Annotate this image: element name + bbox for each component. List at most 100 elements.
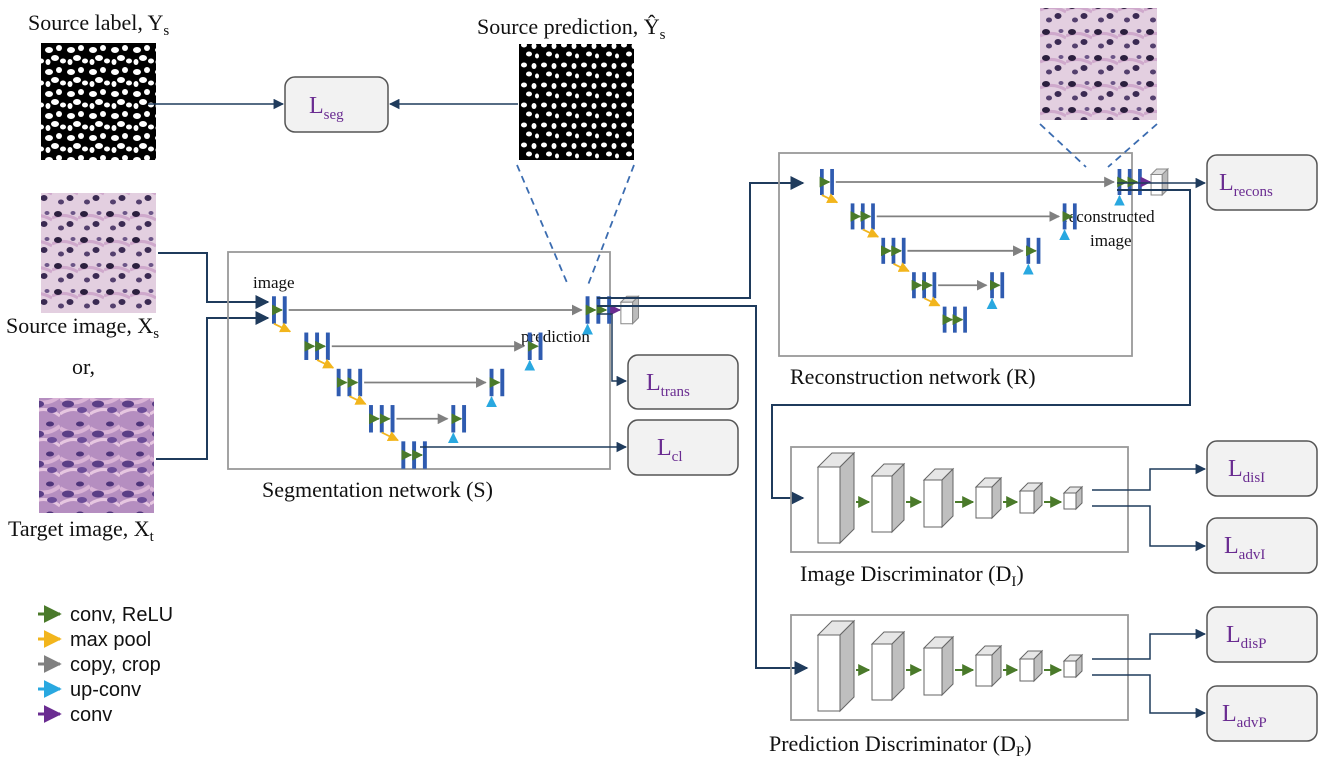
seg-image-label: image <box>253 273 295 292</box>
prediction-discriminator-title: Prediction Discriminator (DP) <box>769 731 1032 760</box>
conv-block <box>596 296 601 324</box>
disc-layer-front <box>1063 660 1077 678</box>
disc-layer-side <box>941 467 954 529</box>
zoom-line-left <box>516 164 569 286</box>
conv-block <box>401 441 406 469</box>
conv-block <box>347 368 352 397</box>
conv-block <box>820 168 824 196</box>
arrow-seg-to-recon <box>597 176 805 299</box>
arrow-source-to-seg <box>158 252 270 309</box>
conv-block <box>336 368 341 397</box>
conv-block <box>1072 203 1077 230</box>
disc-layer-side <box>891 462 905 534</box>
arrow-target-to-seg <box>156 311 270 460</box>
loss-disP-label: LdisP <box>1226 622 1267 652</box>
max-pool-arrow <box>349 394 367 405</box>
max-pool-arrow <box>273 322 292 333</box>
disc-layer-front <box>871 643 893 701</box>
source-prediction-image <box>519 44 634 160</box>
conv-block <box>369 405 373 433</box>
loss-recons-label: Lrecons <box>1219 170 1273 200</box>
max-pool-arrow <box>316 358 335 369</box>
arrow-img-disc-to-disI <box>1092 463 1207 491</box>
image-discriminator-title: Image Discriminator (DI) <box>800 561 1024 590</box>
conv-block <box>1117 168 1122 196</box>
reconstructed-image-patch <box>1040 8 1157 120</box>
conv-block <box>1138 168 1142 196</box>
image-discriminator-layers <box>816 451 1084 545</box>
conv-block <box>358 368 363 397</box>
disc-layer-front <box>1063 492 1077 510</box>
disc-layer-front <box>1019 490 1035 514</box>
conv-block <box>952 306 957 333</box>
conv-block <box>585 296 590 324</box>
conv-block <box>1036 237 1041 264</box>
conv-block <box>451 405 456 433</box>
source-label-title: Source label, Ys <box>28 10 169 39</box>
conv-block <box>412 441 417 469</box>
conv-block <box>379 405 384 433</box>
conv-block <box>489 368 494 397</box>
recon-zoom-line-right <box>1107 123 1158 168</box>
conv-block <box>304 332 309 360</box>
source-image <box>41 193 156 313</box>
disc-layer-front <box>817 634 841 712</box>
image-discriminator-box <box>790 446 1129 553</box>
arrow-img-disc-to-advI <box>1092 505 1207 552</box>
conv-block <box>272 296 276 324</box>
loss-trans-box <box>627 354 739 410</box>
conv-block <box>942 306 947 333</box>
reconstruction-network-title: Reconstruction network (R) <box>790 364 1036 389</box>
conv-block <box>607 296 612 324</box>
source-label-image <box>41 43 156 160</box>
conv-block <box>850 203 855 230</box>
arrow-recon-to-img-disc <box>771 189 1191 505</box>
or-label: or, <box>72 354 95 379</box>
max-pool-arrow <box>821 193 839 204</box>
disc-layer-side <box>891 630 905 702</box>
conv-block <box>990 272 994 299</box>
conv-block <box>881 237 886 264</box>
conv-block <box>871 203 875 230</box>
prediction-discriminator-box <box>790 614 1129 721</box>
disc-layer-side <box>839 619 855 713</box>
arrow-pred-disc-to-disP <box>1092 628 1207 660</box>
disc-layer-side <box>1075 485 1083 511</box>
legend-label: conv, ReLU <box>70 604 173 626</box>
max-pool-arrow <box>893 262 910 273</box>
conv-block <box>390 405 395 433</box>
legend-label: max pool <box>70 629 151 651</box>
arrow-pred-to-trans <box>597 313 628 387</box>
prediction-discriminator-layers <box>816 619 1084 713</box>
conv-block <box>422 441 427 469</box>
loss-recons-box <box>1206 154 1318 211</box>
disc-layer-front <box>817 466 841 544</box>
conv-block <box>901 237 906 264</box>
legend-label: up-conv <box>70 679 141 701</box>
max-pool-arrow <box>923 296 941 307</box>
conv-block <box>860 203 865 230</box>
loss-advI-label: LadvI <box>1224 533 1265 563</box>
disc-layer-front <box>923 647 943 696</box>
disc-layer-side <box>839 451 855 545</box>
loss-cl-box <box>627 419 739 476</box>
loss-advP-label: LadvP <box>1222 701 1267 731</box>
recon-image-label-2: image <box>1090 231 1132 250</box>
max-pool-arrow <box>381 431 399 442</box>
disc-layer-front <box>975 654 993 687</box>
loss-cl-label: Lcl <box>657 435 683 465</box>
conv-block <box>922 272 927 299</box>
conv-block <box>538 332 543 360</box>
conv-block <box>315 332 320 360</box>
zoom-line-right <box>587 164 635 286</box>
loss-seg-box <box>284 76 389 133</box>
conv-block <box>1062 203 1067 230</box>
disc-layer-front <box>1019 658 1035 682</box>
disc-layer-front <box>923 479 943 528</box>
arrow-seg-to-pred-disc <box>597 305 809 675</box>
conv-block <box>1000 272 1005 299</box>
disc-layer-side <box>1075 653 1083 679</box>
loss-disI-label: LdisI <box>1228 456 1265 486</box>
source-image-title: Source image, Xs <box>6 313 159 342</box>
